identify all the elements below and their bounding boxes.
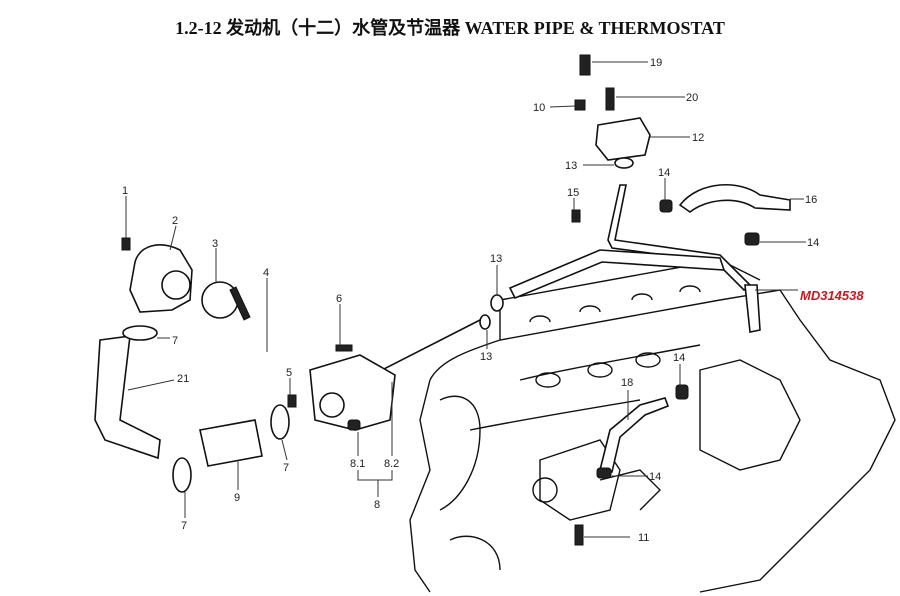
callout-14: 14	[807, 237, 819, 249]
callout-10: 10	[533, 102, 545, 114]
callout-12: 12	[692, 132, 704, 144]
callout-20: 20	[686, 92, 698, 104]
component-shapes	[121, 54, 760, 546]
callout-4: 4	[263, 267, 269, 279]
diagram-title: 1.2-12 发动机（十二）水管及节温器 WATER PIPE & THERMO…	[175, 18, 725, 38]
callout-labels: 1 2 3 4 5 6 7 7 7 8 8.1 8.2 9 10 11 12 1…	[122, 57, 864, 544]
callout-9: 9	[234, 492, 240, 504]
callout-7: 7	[181, 520, 187, 532]
engine-block-drawing	[409, 259, 896, 593]
callout-16: 16	[805, 194, 817, 206]
callout-7: 7	[172, 335, 178, 347]
callout-13: 13	[565, 160, 577, 172]
highlighted-part-number[interactable]: MD314538	[800, 288, 864, 303]
callout-18: 18	[621, 377, 633, 389]
callout-14: 14	[658, 167, 670, 179]
water-pipes	[94, 184, 791, 473]
callout-11: 11	[638, 532, 649, 544]
callout-7: 7	[283, 462, 289, 474]
callout-13: 13	[490, 253, 502, 265]
callout-8: 8	[374, 499, 380, 511]
callout-13: 13	[480, 351, 492, 363]
callout-19: 19	[650, 57, 662, 69]
callout-5: 5	[286, 367, 292, 379]
callout-2: 2	[172, 215, 178, 227]
callout-21: 21	[177, 373, 189, 385]
callout-15: 15	[567, 187, 579, 199]
leader-lines	[125, 61, 806, 538]
callout-6: 6	[336, 293, 342, 305]
callout-14: 14	[673, 352, 685, 364]
callout-1: 1	[122, 185, 128, 197]
callout-8-2: 8.2	[384, 458, 399, 470]
callout-14: 14	[649, 471, 661, 483]
callout-8-1: 8.1	[350, 458, 365, 470]
callout-3: 3	[212, 238, 218, 250]
